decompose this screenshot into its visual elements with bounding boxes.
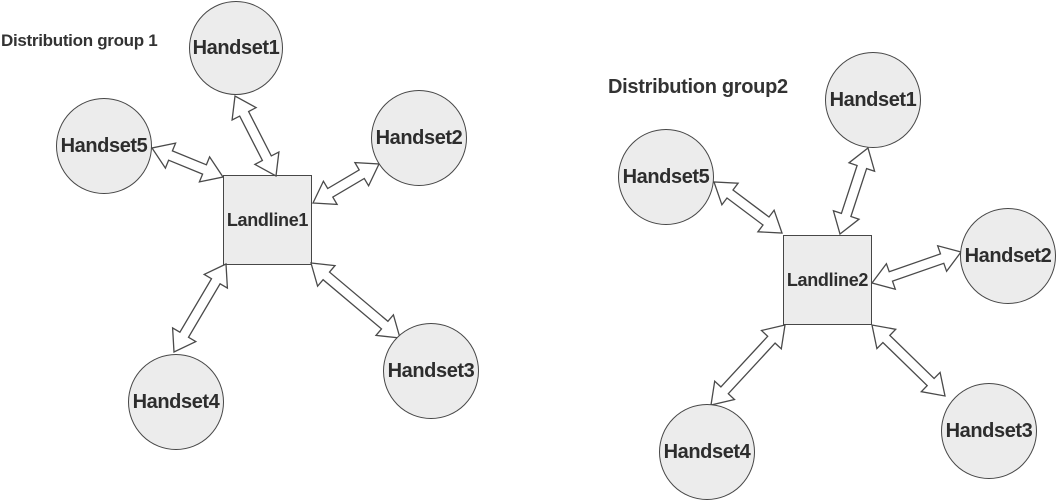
group1-handset5-node: Handset5 — [56, 98, 152, 194]
double-arrow-landline2-handset2 — [870, 244, 963, 291]
group2-handset4-node: Handset4 — [659, 404, 755, 500]
group1-handset2-node: Handset2 — [371, 90, 467, 186]
group1-handset4-node: Handset4 — [128, 354, 224, 450]
group1-handset2-label: Handset2 — [375, 126, 463, 149]
double-arrow-landline1-handset3 — [310, 262, 401, 339]
group2-handset5-label: Handset5 — [622, 165, 710, 188]
group2-handset3-node: Handset3 — [941, 383, 1037, 479]
group2-handset1-node: Handset1 — [825, 52, 921, 148]
double-arrow-landline2-handset5 — [713, 181, 783, 234]
group2-handset3-label: Handset3 — [945, 419, 1033, 442]
group2-handset1-label: Handset1 — [829, 88, 917, 111]
landline2-label: Landline2 — [786, 269, 869, 290]
group1-handset3-label: Handset3 — [387, 359, 475, 382]
distribution-group1-title: Distribution group 1 — [1, 31, 158, 50]
group2-handset2-node: Handset2 — [960, 208, 1056, 304]
group2-handset5-node: Handset5 — [618, 129, 714, 225]
group2-handset4-label: Handset4 — [663, 440, 751, 463]
double-arrow-landline1-handset4 — [171, 262, 229, 354]
group1-handset3-node: Handset3 — [383, 323, 479, 419]
double-arrow-landline2-handset3 — [871, 324, 946, 397]
landline1-label: Landline1 — [226, 209, 309, 230]
group1-handset1-node: Handset1 — [189, 1, 283, 95]
group1-handset1-label: Handset1 — [192, 36, 280, 59]
group1-handset5-label: Handset5 — [60, 134, 148, 157]
distribution-group2-title: Distribution group2 — [608, 76, 788, 98]
landline1-node: Landline1 — [223, 175, 312, 265]
group1-handset4-label: Handset4 — [132, 390, 220, 413]
double-arrow-landline1-handset5 — [150, 142, 225, 183]
double-arrow-landline2-handset1 — [832, 146, 876, 236]
double-arrow-landline1-handset2 — [311, 161, 381, 206]
landline2-node: Landline2 — [783, 235, 872, 325]
group2-handset2-label: Handset2 — [964, 244, 1052, 267]
double-arrow-landline1-handset1 — [231, 94, 280, 178]
double-arrow-landline2-handset4 — [710, 324, 786, 406]
